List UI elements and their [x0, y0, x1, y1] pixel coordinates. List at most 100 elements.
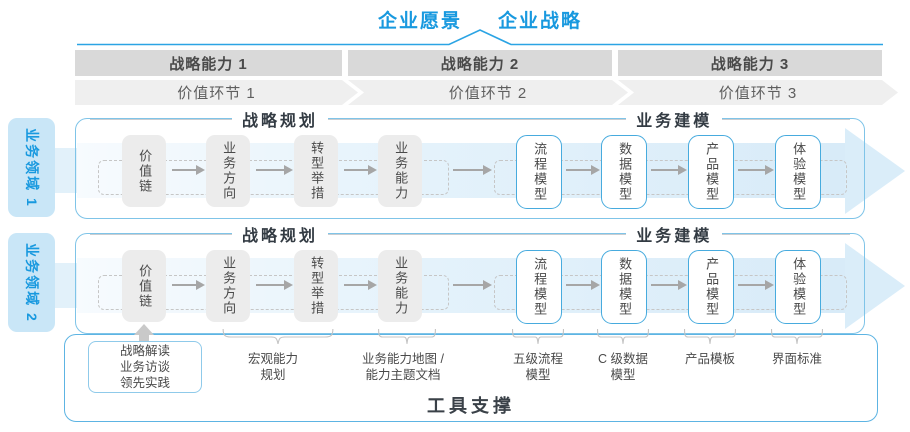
practice-line: 领先实践: [119, 376, 170, 390]
up-arrow-stem: [139, 334, 149, 342]
annotation-capability-map: 业务能力地图 / 能力主题文档: [337, 351, 469, 384]
domain-label-text: 业务领域 2: [23, 242, 40, 323]
brace-icon: [378, 329, 436, 345]
flow-box-transformation: 转型举措: [294, 250, 338, 322]
modeling-title: 业务建模: [626, 222, 723, 246]
flow-box-label: 流程模型: [532, 142, 548, 202]
flow-box-label: 转型举措: [309, 141, 325, 201]
flow-box-label: 业务方向: [221, 141, 237, 201]
capability-band-2: 战略能力 2: [348, 50, 612, 76]
right-arrow-icon: [344, 165, 377, 175]
right-arrow-icon: [566, 280, 600, 290]
divider-line: [722, 233, 851, 235]
flow-box-label: 产品模型: [704, 142, 720, 202]
value-link-label: 价值环节 2: [448, 85, 528, 102]
capability-label: 战略能力 3: [710, 55, 790, 73]
capability-band-3: 战略能力 3: [618, 50, 882, 76]
domain-label-1: 业务领域 1: [8, 118, 55, 217]
planning-title: 战略规划: [232, 222, 329, 246]
header-titles: 企业愿景 企业战略: [320, 6, 640, 33]
dashed-track: [98, 275, 449, 310]
flow-box-data-model: 数据模型: [601, 250, 647, 324]
capability-band-1: 战略能力 1: [75, 50, 342, 76]
right-arrow-icon: [738, 165, 774, 175]
row-titles: 战略规划 业务建模: [90, 222, 851, 246]
practice-box: 战略解读 业务访谈 领先实践: [88, 341, 202, 393]
row-container-domain-1: 战略规划 业务建模: [75, 107, 865, 219]
brace-icon: [684, 329, 736, 345]
flow-box-product-model: 产品模型: [688, 135, 734, 209]
tools-container: 工具支撑: [64, 334, 878, 422]
flow-box-label: 数据模型: [617, 257, 633, 317]
practice-line: 业务访谈: [119, 360, 170, 374]
right-arrow-icon: [651, 280, 687, 290]
capability-label: 战略能力 2: [440, 55, 520, 73]
flow-box-value-chain: 价值链: [122, 250, 166, 322]
annotation-process-model: 五级流程 模型: [483, 351, 593, 384]
brace-icon: [512, 329, 564, 345]
right-arrow-icon: [651, 165, 687, 175]
flow-box-business-capability: 业务能力: [378, 250, 422, 322]
flow-box-business-direction: 业务方向: [206, 250, 250, 322]
brace-icon: [771, 329, 823, 345]
annotation-line: C 级数据: [597, 352, 648, 366]
flow-box-label: 转型举措: [309, 256, 325, 316]
flow-box-process-model: 流程模型: [516, 135, 562, 209]
vision-title: 企业愿景: [377, 11, 462, 32]
flow-box-label: 业务方向: [221, 256, 237, 316]
flow-box-label: 业务能力: [393, 141, 409, 201]
flow-box-label: 流程模型: [532, 257, 548, 317]
flow-box-transformation: 转型举措: [294, 135, 338, 207]
vision-connector-line: [77, 29, 883, 46]
annotation-line: 宏观能力: [247, 352, 298, 366]
flow-box-label: 产品模型: [704, 257, 720, 317]
value-link-band-1: 价值环节 1: [75, 80, 358, 105]
dashed-track: [494, 160, 847, 195]
practice-line: 战略解读: [119, 344, 170, 358]
up-arrow-icon: [134, 324, 154, 335]
annotation-data-model: C 级数据 模型: [568, 351, 678, 384]
right-arrow-icon: [453, 280, 492, 290]
domain-connector-strip: [55, 263, 77, 308]
dashed-track: [494, 275, 847, 310]
annotation-line: 业务能力地图 /: [362, 352, 444, 366]
right-arrow-icon: [738, 280, 774, 290]
annotation-line: 规划: [260, 368, 286, 383]
right-arrow-icon: [172, 165, 205, 175]
flow-box-experience-model: 体验模型: [775, 250, 821, 324]
flow-box-experience-model: 体验模型: [775, 135, 821, 209]
domain-connector-strip: [55, 148, 77, 193]
value-link-band-2: 价值环节 2: [348, 80, 628, 105]
brace-icon: [222, 329, 334, 345]
strategy-title: 企业战略: [498, 11, 583, 32]
divider-line: [90, 118, 232, 120]
flow-box-product-model: 产品模型: [688, 250, 734, 324]
right-arrow-icon: [256, 280, 293, 290]
right-arrow-icon: [344, 280, 377, 290]
value-link-label: 价值环节 1: [177, 85, 256, 102]
row-titles: 战略规划 业务建模: [90, 107, 851, 131]
right-arrow-icon: [566, 165, 600, 175]
annotation-line: 能力主题文档: [365, 368, 441, 383]
divider-line: [722, 118, 851, 120]
right-arrow-icon: [172, 280, 205, 290]
flow-box-label: 价值链: [137, 263, 153, 309]
annotation-line: 产品模板: [684, 352, 735, 366]
modeling-title: 业务建模: [626, 107, 723, 131]
annotation-product-template: 产品模板: [655, 351, 765, 367]
flow-box-label: 业务能力: [393, 256, 409, 316]
dashed-track: [98, 160, 449, 195]
flow-box-process-model: 流程模型: [516, 250, 562, 324]
domain-label-text: 业务领域 1: [23, 127, 40, 208]
right-arrow-icon: [453, 165, 492, 175]
tools-title: 工具支撑: [427, 396, 515, 416]
row-container-domain-2: 战略规划 业务建模: [75, 222, 865, 334]
annotation-line: 五级流程: [512, 352, 563, 366]
flow-box-label: 体验模型: [791, 142, 807, 202]
annotation-ui-standard: 界面标准: [742, 351, 852, 367]
flow-box-label: 体验模型: [791, 257, 807, 317]
capability-label: 战略能力 1: [169, 55, 248, 73]
right-arrow-icon: [256, 165, 293, 175]
divider-line: [90, 233, 232, 235]
